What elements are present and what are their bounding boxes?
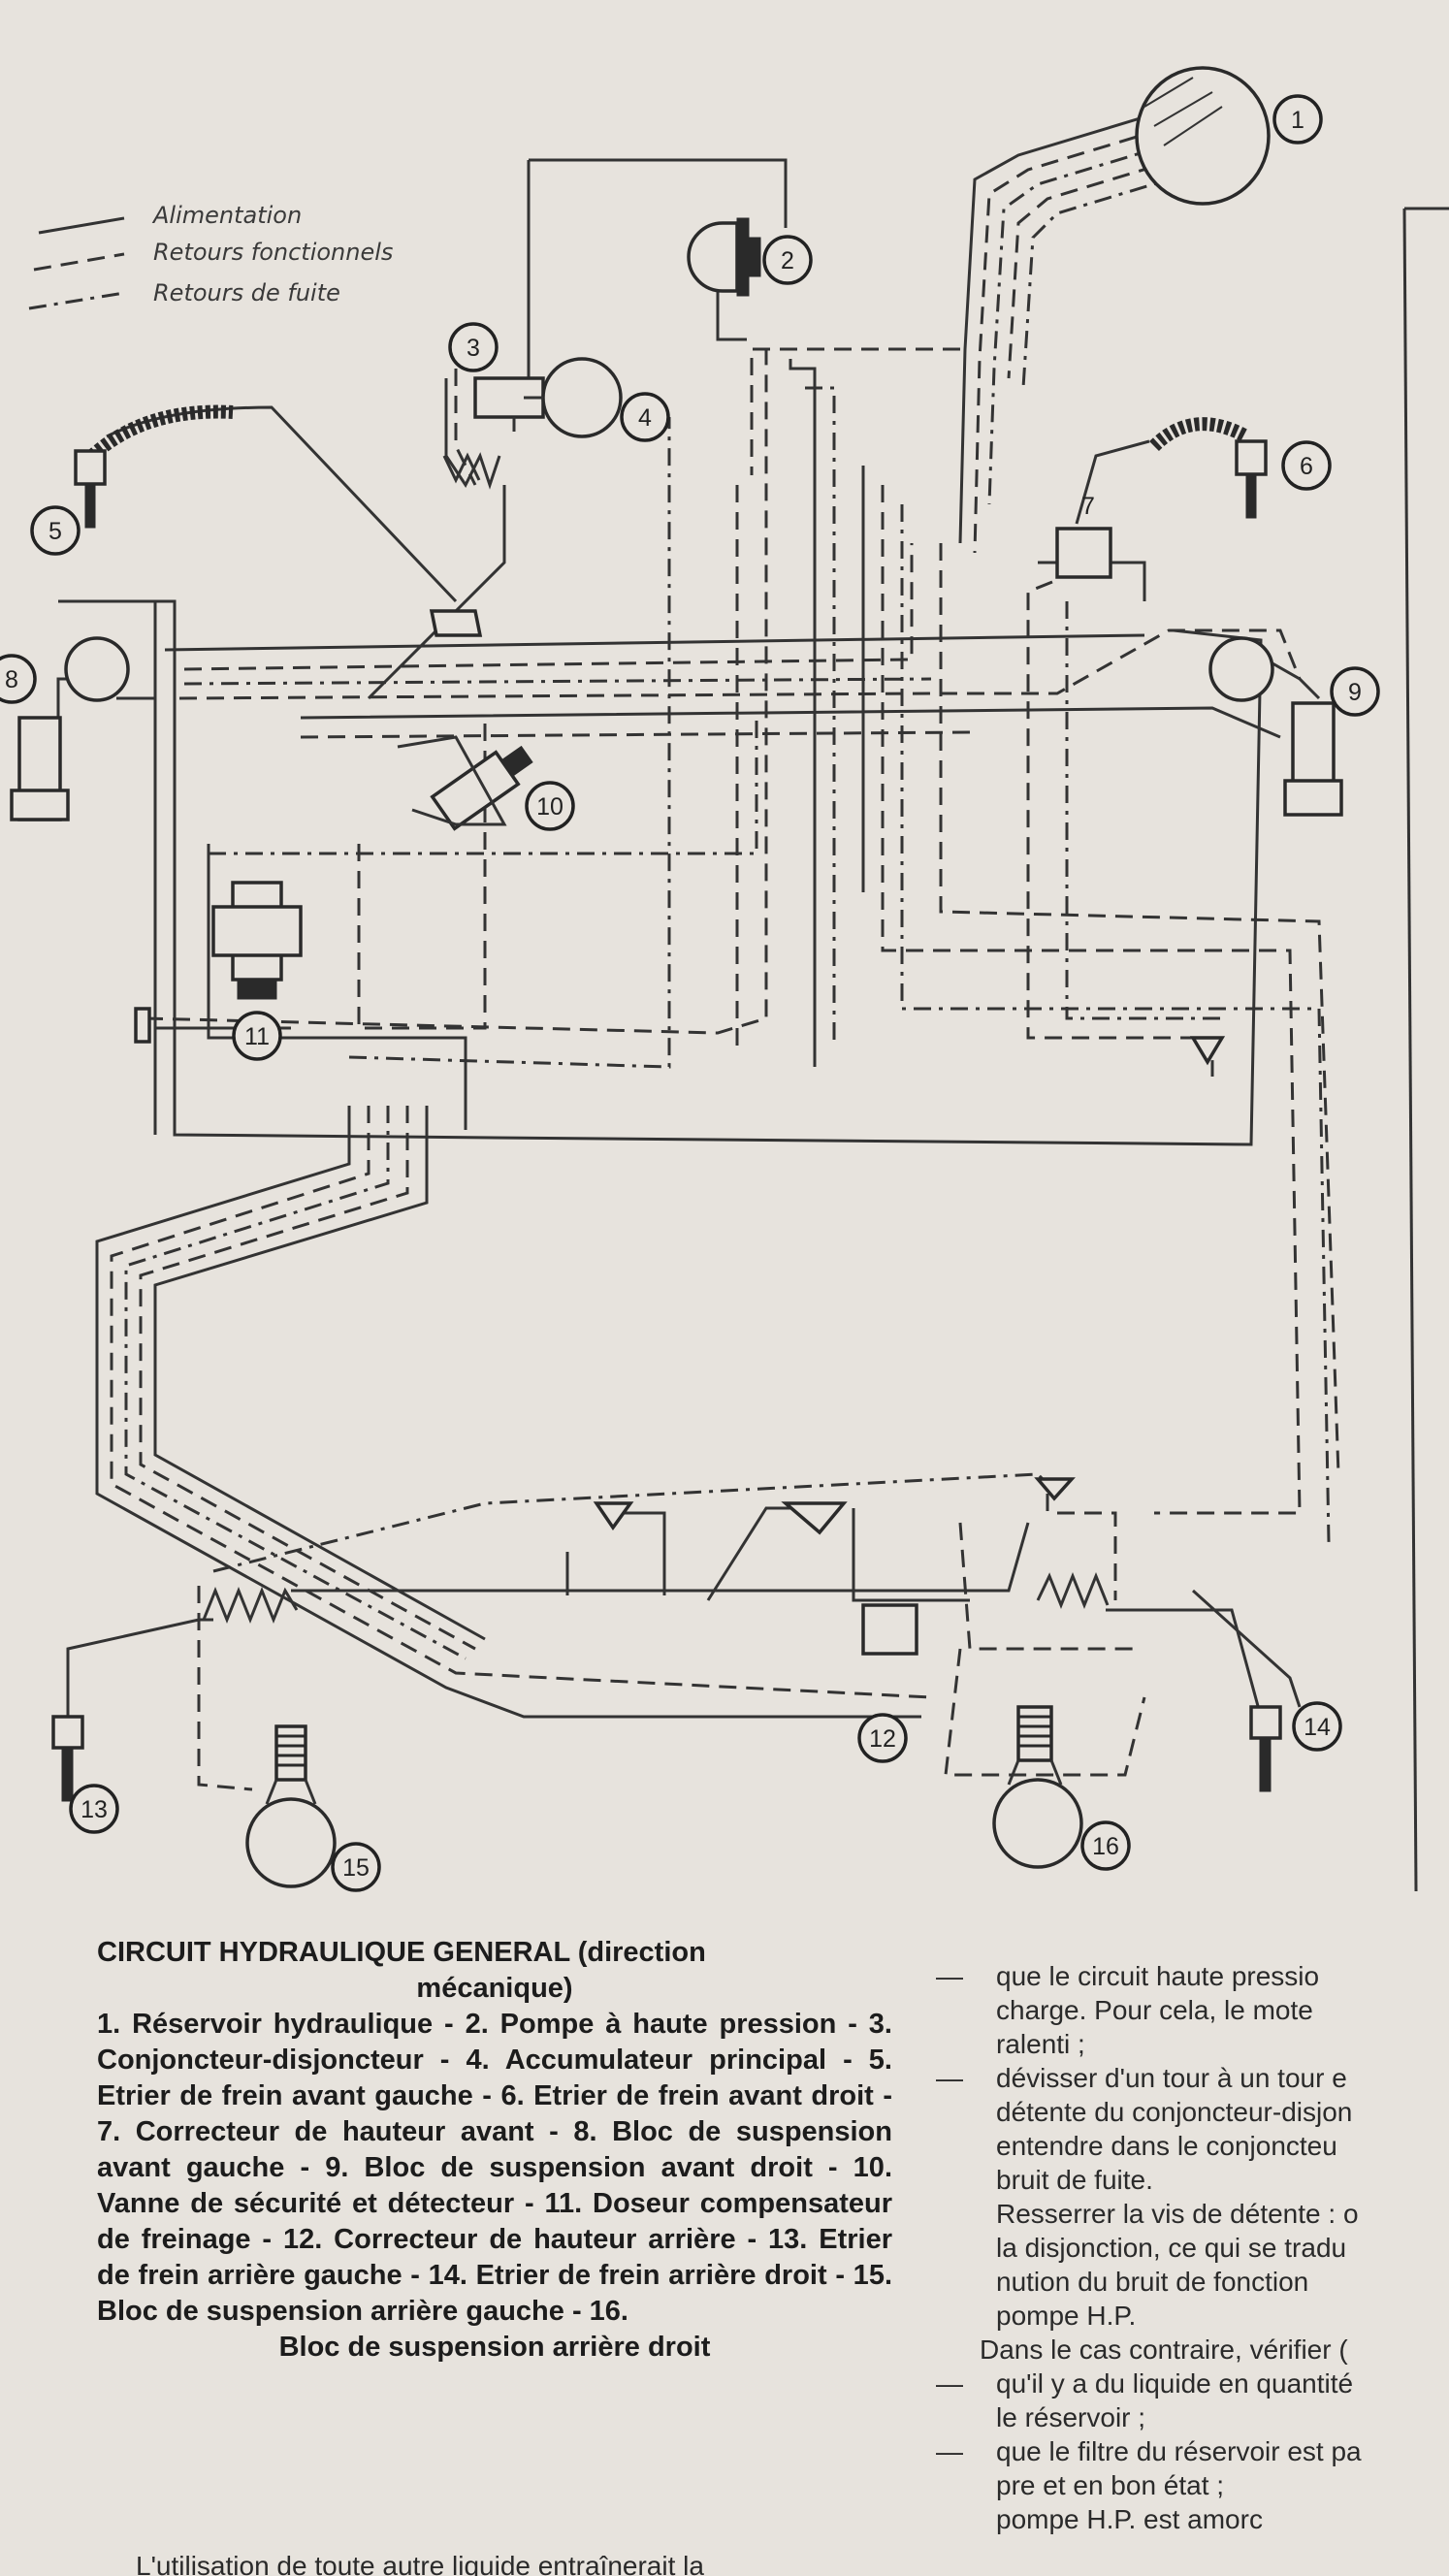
text-line: —que le filtre du réservoir est pa — [936, 2436, 1362, 2466]
restrictor — [134, 1007, 151, 1044]
caption-title: CIRCUIT HYDRAULIQUE GENERAL (direction — [97, 1937, 706, 1968]
component-1-reservoir: 1 — [1135, 66, 1323, 206]
text-line: pompe H.P. — [996, 2301, 1137, 2331]
caption-last-line: Bloc de suspension arrière droit — [278, 2332, 711, 2363]
component-number-15: 15 — [342, 1854, 370, 1882]
component-12-rear-height-corrector: 12 — [857, 1603, 918, 1763]
caption-subtitle: mécanique) — [416, 1973, 573, 2004]
legend: Alimentation Retours fonctionnels Retour… — [28, 202, 393, 310]
legend-label-alimentation: Alimentation — [151, 202, 302, 229]
component-number-4: 4 — [638, 404, 652, 432]
rear-tee-left — [593, 1501, 634, 1531]
component-15-rear-left-suspension: 15 — [245, 1724, 381, 1892]
legend-label-retours-de-fuite: Retours de fuite — [153, 279, 340, 306]
text-line: pompe H.P. est amorc — [996, 2504, 1263, 2534]
component-number-7: 7 — [1081, 493, 1095, 520]
component-number-14: 14 — [1304, 1714, 1331, 1741]
front-tee-fitting — [1189, 1036, 1226, 1066]
component-5-front-left-brake: 5 — [30, 404, 234, 556]
text-line: pre et en bon état ; — [996, 2470, 1225, 2500]
hydraulic-circuit-diagram: .ln { fill: none; stroke: #333; stroke-w… — [0, 66, 1449, 1892]
figure-caption: CIRCUIT HYDRAULIQUE GENERAL (direction m… — [97, 1935, 892, 2366]
text-line: le réservoir ; — [996, 2402, 1146, 2432]
component-11-brake-compensator: 11 — [211, 881, 303, 1061]
front-left-fitting — [429, 609, 483, 637]
rear-right-spring — [1036, 1571, 1110, 1610]
rear-valve-center — [781, 1501, 848, 1535]
component-10-safety-valve: 10 — [397, 735, 575, 831]
text-line: la disjonction, ce qui se tradu — [996, 2233, 1347, 2263]
component-6-front-right-brake: 6 — [1149, 417, 1332, 519]
component-2-pump: 2 — [687, 217, 813, 297]
component-number-13: 13 — [80, 1796, 108, 1823]
component-number-1: 1 — [1291, 107, 1304, 134]
component-4-accumulateur-principal: 4 — [524, 357, 670, 442]
component-number-2: 2 — [781, 247, 794, 274]
component-number-10: 10 — [536, 793, 564, 821]
component-number-11: 11 — [244, 1023, 270, 1050]
legend-item-retours-fonctionnels: Retours fonctionnels — [33, 239, 393, 272]
component-14-rear-right-brake: 14 — [1249, 1701, 1342, 1792]
component-number-16: 16 — [1092, 1833, 1119, 1860]
rear-tee-right — [1034, 1477, 1076, 1501]
rear-left-spring — [202, 1586, 299, 1625]
bottom-partial-text: L'utilisation de toute autre liquide ent… — [136, 2551, 704, 2576]
text-line: Resserrer la vis de détente : o — [996, 2199, 1359, 2229]
text-line: entendre dans le conjoncteu — [996, 2131, 1337, 2161]
caption-body: 1. Réservoir hydraulique - 2. Pompe à ha… — [97, 2009, 892, 2327]
text-line: nution du bruit de fonction — [996, 2267, 1309, 2297]
component-number-5: 5 — [48, 518, 62, 545]
text-line: Dans le cas contraire, vérifier ( — [980, 2334, 1348, 2365]
legend-item-alimentation: Alimentation — [38, 202, 302, 235]
component-number-3: 3 — [467, 335, 480, 362]
component-number-8: 8 — [5, 666, 18, 693]
legend-item-retours-de-fuite: Retours de fuite — [28, 279, 340, 310]
text-line: —que le circuit haute pressio — [936, 1961, 1320, 1991]
component-number-12: 12 — [869, 1725, 896, 1753]
column-rule — [1402, 208, 1418, 1892]
component-13-rear-left-brake: 13 — [51, 1715, 119, 1834]
text-line: —qu'il y a du liquide en quantité — [936, 2368, 1354, 2399]
component-9-front-right-suspension: 9 — [1208, 636, 1380, 817]
component-number-9: 9 — [1348, 679, 1362, 706]
component-8-front-left-suspension: 8 — [0, 636, 130, 821]
component-7-front-height-corrector: 7 — [1055, 493, 1112, 579]
text-line: détente du conjoncteur-disjon — [996, 2097, 1353, 2127]
component-16-rear-right-suspension: 16 — [992, 1705, 1131, 1871]
front-spring — [442, 452, 481, 484]
component-number-6: 6 — [1300, 453, 1313, 480]
legend-label-retours-fonctionnels: Retours fonctionnels — [153, 239, 393, 266]
text-line: ralenti ; — [996, 2029, 1085, 2059]
text-line: —dévisser d'un tour à un tour e — [936, 2063, 1347, 2093]
text-line: charge. Pour cela, le mote — [996, 1995, 1313, 2025]
text-line: bruit de fuite. — [996, 2165, 1153, 2195]
right-column-text: —que le circuit haute pressio charge. Po… — [936, 1959, 1449, 2536]
